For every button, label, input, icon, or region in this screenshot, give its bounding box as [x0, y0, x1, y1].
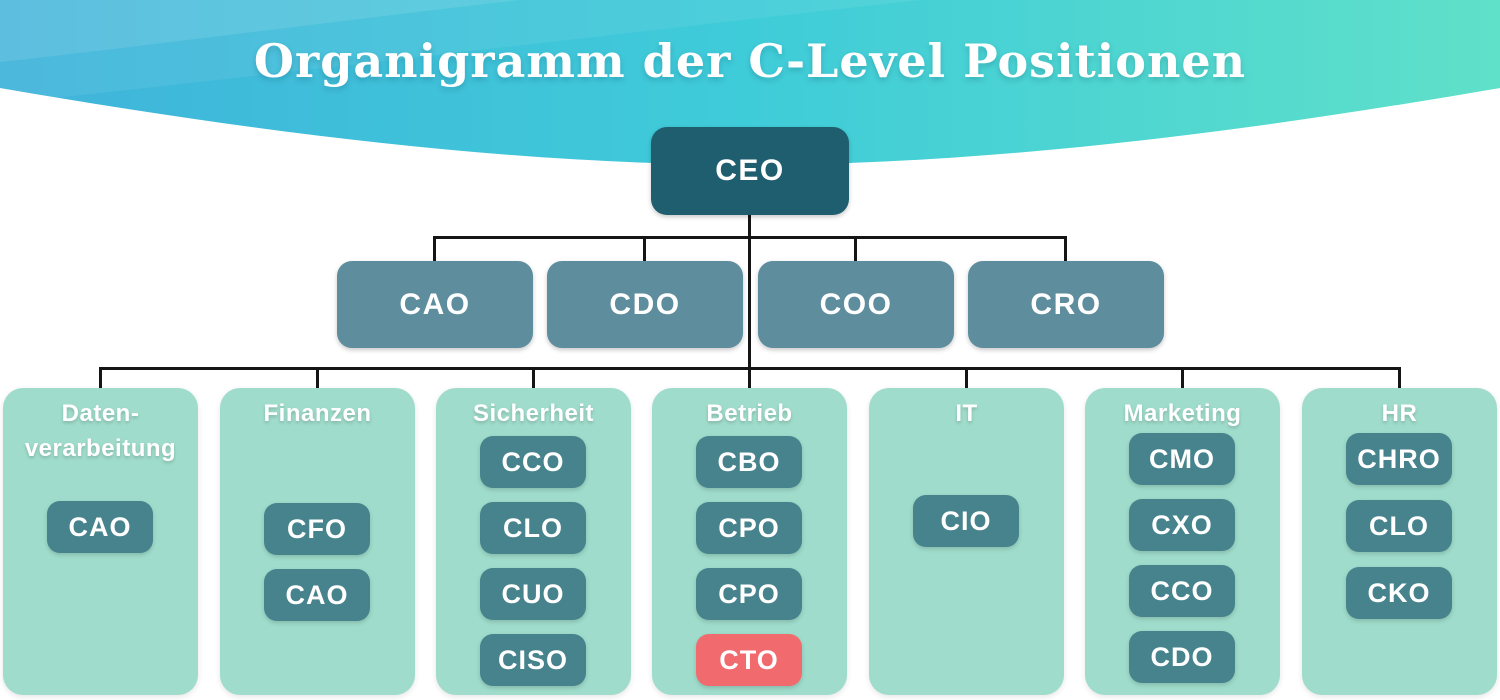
role-box-cpo: CPO	[696, 568, 802, 620]
role-box-cuo: CUO	[480, 568, 586, 620]
role-box-cbo: CBO	[696, 436, 802, 488]
level2-box-cao: CAO	[337, 261, 533, 348]
role-box-chro: CHRO	[1346, 433, 1452, 485]
connector-drop-it	[965, 368, 968, 389]
connector-ceo-vertical	[748, 214, 751, 388]
group-title: Daten- verarbeitung	[24, 400, 177, 462]
role-box-cmo: CMO	[1129, 433, 1235, 485]
role-box-cao: CAO	[264, 569, 370, 621]
group-title: Marketing	[1123, 400, 1242, 427]
role-box-cko: CKO	[1346, 567, 1452, 619]
group-card-sicherheit: Sicherheit CCO CLO CUO CISO	[436, 388, 631, 695]
level2-box-coo: COO	[758, 261, 954, 348]
connector-level2-horizontal	[433, 236, 1067, 239]
level2-box-cdo: CDO	[547, 261, 743, 348]
role-box-clo: CLO	[480, 502, 586, 554]
role-box-cio: CIO	[913, 495, 1019, 547]
role-box-cdo: CDO	[1129, 631, 1235, 683]
role-box-cxo: CXO	[1129, 499, 1235, 551]
connector-drop-cro	[1064, 237, 1067, 262]
group-title: Sicherheit	[472, 400, 595, 427]
group-title: Betrieb	[706, 400, 793, 427]
connector-drop-cdo	[643, 237, 646, 262]
root-box-ceo: CEO	[651, 127, 849, 215]
group-title: IT	[955, 400, 978, 427]
role-box-cpo: CPO	[696, 502, 802, 554]
group-card-it: IT CIO	[869, 388, 1064, 695]
wave-accent-arc	[0, 0, 520, 62]
group-card-finanzen: Finanzen CFO CAO	[220, 388, 415, 695]
role-box-cfo: CFO	[264, 503, 370, 555]
wave-accent-arc	[0, 0, 920, 104]
role-box-cco: CCO	[1129, 565, 1235, 617]
connector-drop-hr	[1398, 368, 1401, 389]
group-card-betrieb: Betrieb CBO CPO CPO CTO	[652, 388, 847, 695]
connector-level3-horizontal	[99, 367, 1401, 370]
connector-drop-cao	[433, 237, 436, 262]
connector-drop-coo	[854, 237, 857, 262]
role-box-cao: CAO	[47, 501, 153, 553]
header-wave-background	[0, 0, 1500, 165]
connector-drop-sicherheit	[532, 368, 535, 389]
connector-drop-finanzen	[316, 368, 319, 389]
group-title: Finanzen	[263, 400, 372, 427]
group-card-datenverarbeitung: Daten- verarbeitung CAO	[3, 388, 198, 695]
role-box-cto-highlighted: CTO	[696, 634, 802, 686]
role-box-clo: CLO	[1346, 500, 1452, 552]
level2-box-cro: CRO	[968, 261, 1164, 348]
group-card-hr: HR CHRO CLO CKO	[1302, 388, 1497, 695]
group-card-marketing: Marketing CMO CXO CCO CDO	[1085, 388, 1280, 695]
connector-drop-marketing	[1181, 368, 1184, 389]
group-title: HR	[1381, 400, 1418, 427]
role-box-cco: CCO	[480, 436, 586, 488]
role-box-ciso: CISO	[480, 634, 586, 686]
page-title: Organigramm der C-Level Positionen	[253, 34, 1247, 88]
connector-drop-datenverarbeitung	[99, 368, 102, 389]
